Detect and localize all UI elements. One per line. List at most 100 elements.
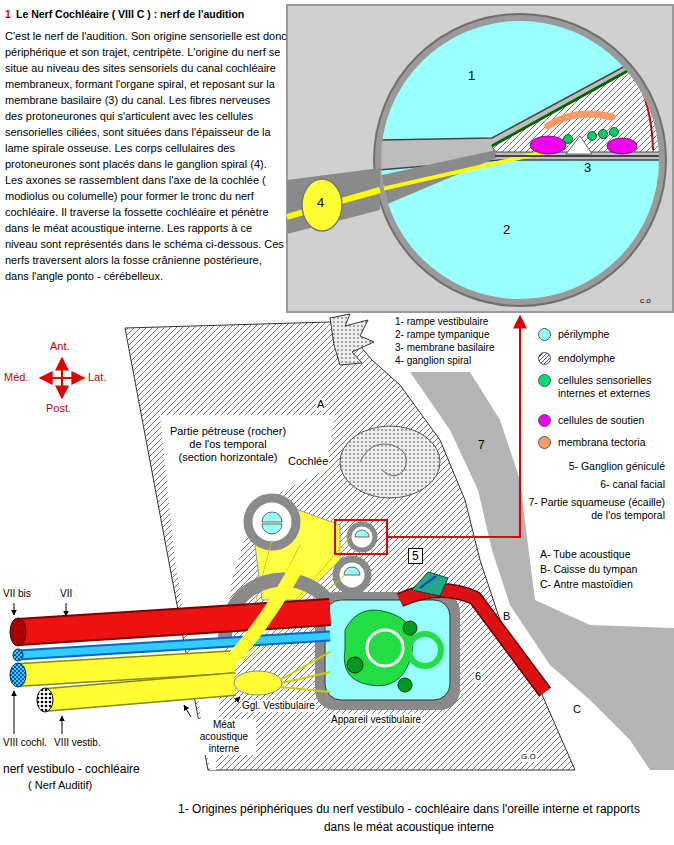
illustration-part <box>400 590 545 692</box>
zoom-pointer <box>387 316 520 537</box>
illustration-part <box>18 612 330 632</box>
part-letter: C <box>573 703 581 716</box>
part-label: Appareil vestibulaire <box>330 714 422 726</box>
cochlear-nerve <box>18 662 235 675</box>
callout-number: 1 <box>468 68 475 84</box>
illustration-part <box>403 621 417 635</box>
illustration-part <box>607 138 637 154</box>
illustration-part <box>355 530 369 537</box>
direction-label: Post. <box>46 402 71 415</box>
key-item: 1- rampe vestibulaire <box>395 316 488 328</box>
illustration-part <box>378 150 496 208</box>
legend-item: membrana tectoria <box>538 436 672 449</box>
part-label: Ggl. Vestibulaire <box>241 700 316 712</box>
illustration-part <box>492 64 640 146</box>
key-item: 5- Ganglion géniculé <box>525 460 665 473</box>
vestibular-ganglion <box>234 671 282 695</box>
leader-line <box>235 697 240 702</box>
callout-number: 4 <box>317 195 324 211</box>
illustration-part <box>37 688 53 712</box>
illustration-part <box>588 132 597 141</box>
leader-line <box>184 705 191 717</box>
key-item: 7- Partie squameuse (écaille) de l'os te… <box>525 496 665 521</box>
description-text: C'est le nerf de l'audition. Son origine… <box>5 28 287 284</box>
illustration-part <box>344 610 413 686</box>
vestibule-wall <box>315 592 460 710</box>
illustration-part <box>398 678 412 692</box>
basilar-membrane <box>495 155 668 157</box>
illustration-part <box>287 168 380 234</box>
tectorial-membrane <box>548 114 612 126</box>
facial-canal <box>400 590 545 692</box>
key-item: 2- rampe tympanique <box>395 329 490 341</box>
legend-swatch <box>538 374 551 387</box>
illustration-part <box>420 576 436 588</box>
zigzag-fragment <box>330 314 374 365</box>
key-item: B- Caisse du tympan <box>540 563 637 576</box>
region-label: Partie pétreuse (rocher) de l'os tempora… <box>168 425 288 465</box>
illustration-part <box>347 657 363 673</box>
illustration-part <box>530 136 566 154</box>
illustration-part <box>378 152 545 190</box>
illustration-part <box>564 135 573 144</box>
watermark: c.o <box>640 296 651 306</box>
direction-label: Lat. <box>88 371 106 384</box>
key-item: 3- membrane basilaire <box>395 342 495 354</box>
geniculate-ganglion <box>412 572 448 596</box>
nerve-label: VII bis <box>3 588 31 600</box>
nerve-label: VIII cochl. <box>3 737 47 749</box>
legend-item: cellules de soutien <box>538 414 672 427</box>
part-number: 7 <box>478 438 485 452</box>
squamous-part <box>410 372 674 770</box>
illustration-part <box>370 0 670 330</box>
illustration-part <box>10 663 26 687</box>
nerve-label: VII <box>60 588 72 600</box>
legend-text: membrana tectoria <box>558 436 672 449</box>
illustration-part <box>248 498 296 546</box>
callout-number: 5 <box>412 549 419 563</box>
illustration-part <box>10 618 26 646</box>
part-label: Méat acoustique interne <box>192 719 256 755</box>
part-letter: B <box>503 610 510 623</box>
legend-item: cellules sensorielles internes et extern… <box>538 374 672 399</box>
nerve-name: ( Nerf Auditif) <box>28 779 92 792</box>
legend-swatch <box>538 414 551 427</box>
illustration-part <box>13 649 23 661</box>
vestibule <box>325 600 450 700</box>
spiral-ganglion <box>302 179 342 231</box>
illustration-part <box>349 524 375 550</box>
leader-line <box>66 603 67 616</box>
illustration-part <box>262 524 282 534</box>
legend-text: cellules de soutien <box>558 414 672 427</box>
part-label: Cochlée <box>287 455 329 468</box>
illustration-part <box>344 567 360 575</box>
callout-box: 5 <box>408 548 423 564</box>
title: Le Nerf Cochléaire ( VIII C ) : nerf de … <box>16 8 244 21</box>
direction-label: Méd. <box>4 371 28 384</box>
legend-text: endolymphe <box>558 352 672 365</box>
legend-swatch <box>538 436 551 449</box>
meatus-area <box>160 415 335 770</box>
legend-text: périlymphe <box>558 328 672 341</box>
legend-item: périlymphe <box>538 328 672 341</box>
callout-number: 3 <box>584 160 591 176</box>
leader-line <box>14 603 15 615</box>
facial-nerve <box>18 612 330 632</box>
illustration-part <box>634 72 653 150</box>
key-item: 4- ganglion spiral <box>395 355 471 367</box>
watermark: G.O <box>520 752 537 762</box>
illustration-part <box>18 662 235 675</box>
illustration-part <box>599 130 608 139</box>
legend-item: endolymphe <box>538 352 672 365</box>
part-number: 6 <box>474 670 482 683</box>
illustration-part <box>18 636 330 655</box>
legend-swatch <box>538 328 551 341</box>
nerve-label: VIII vestib. <box>54 737 101 749</box>
legend-swatch <box>538 352 551 365</box>
illustration-part <box>610 128 619 137</box>
key-item: C- Antre mastoïdien <box>540 578 633 591</box>
legend-text: cellules sensorielles internes et extern… <box>558 374 672 399</box>
nerve-name: nerf vestibulo - cochléaire <box>3 762 140 776</box>
zoom-frame <box>335 520 387 554</box>
